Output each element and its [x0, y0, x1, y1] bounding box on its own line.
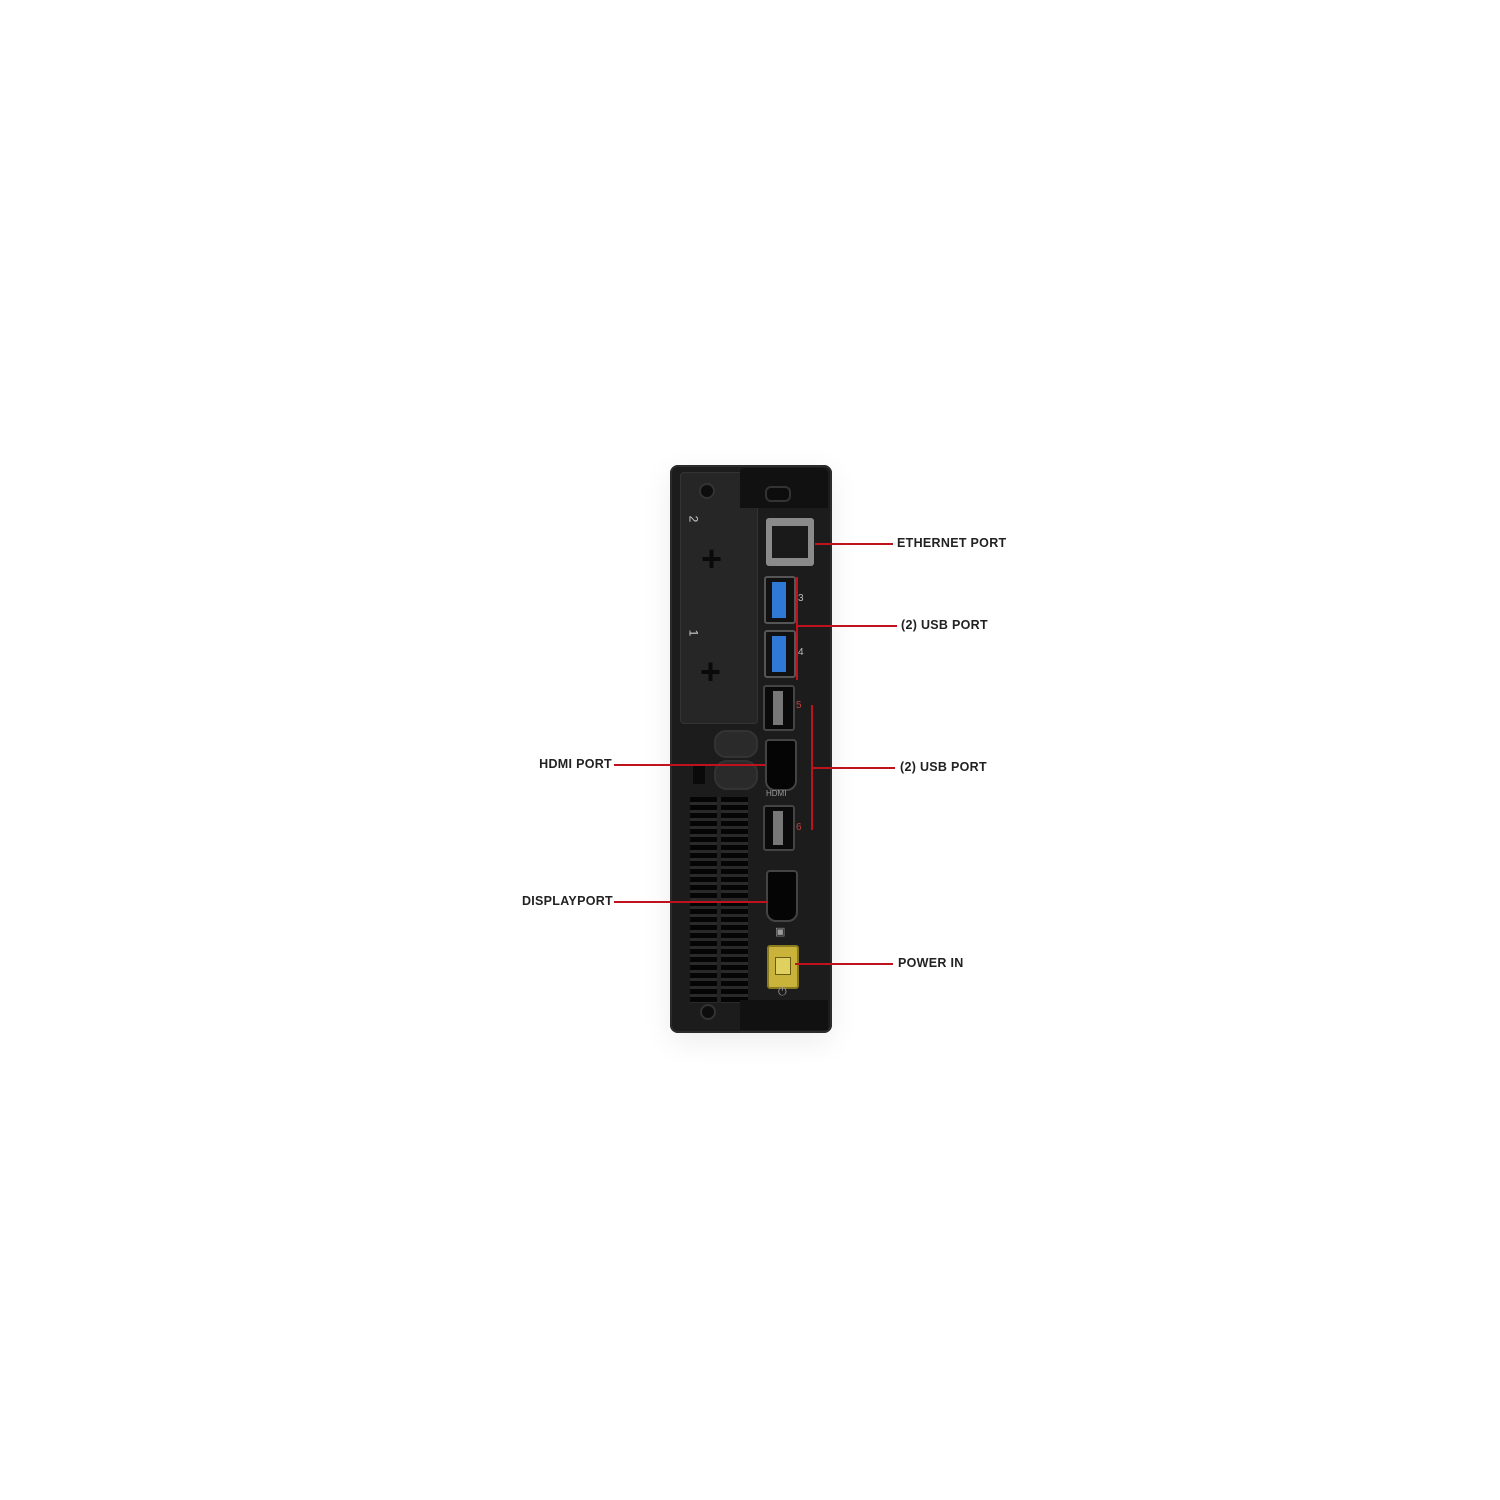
- port-number-5: 5: [796, 700, 802, 711]
- security-lock-slot: [765, 486, 791, 502]
- hdmi-port: [765, 739, 797, 791]
- slot-number-2: 2: [686, 515, 701, 523]
- port-number-6: 6: [796, 822, 802, 833]
- power-icon: ⏻: [778, 986, 787, 998]
- port-number-3: 3: [798, 593, 804, 604]
- usb3-port-4: [764, 630, 796, 678]
- ventilation-grille: [690, 797, 748, 1003]
- power-in-label: POWER IN: [898, 956, 964, 970]
- usb-bottom-leader-line: [811, 767, 895, 769]
- usb-top-bracket: [796, 577, 798, 680]
- ethernet-port-label: ETHERNET PORT: [897, 536, 1007, 550]
- audio-jack: [693, 764, 705, 784]
- displayport-icon: ▣: [775, 926, 786, 938]
- hdmi-leader-line: [614, 764, 766, 766]
- usb-top-label: (2) USB PORT: [901, 618, 988, 632]
- expansion-slot-cover: [680, 472, 758, 724]
- usb-port-6: [763, 805, 795, 851]
- antenna-hole: [699, 483, 715, 499]
- bottom-bracket: [740, 1000, 828, 1030]
- displayport-label: DISPLAYPORT: [521, 894, 613, 908]
- ethernet-leader-line: [815, 543, 893, 545]
- hdmi-port-label: HDMI PORT: [539, 757, 612, 771]
- plus-icon: +: [700, 651, 722, 692]
- power-in-port: [767, 945, 799, 989]
- slot-number-1: 1: [686, 629, 701, 637]
- screw-hole: [714, 730, 758, 758]
- screw-hole: [700, 1004, 716, 1020]
- displayport-leader-line: [614, 901, 768, 903]
- displayport-port: [766, 870, 798, 922]
- hdmi-marking: HDMI: [766, 789, 787, 798]
- power-leader-line: [795, 963, 893, 965]
- usb-port-5: [763, 685, 795, 731]
- port-number-4: 4: [798, 647, 804, 658]
- usb3-port-3: [764, 576, 796, 624]
- usb-bottom-label: (2) USB PORT: [900, 760, 987, 774]
- plus-icon: +: [701, 538, 723, 579]
- power-connector-pin: [775, 957, 791, 975]
- ethernet-socket: [772, 526, 808, 558]
- usb-top-leader-line: [797, 625, 897, 627]
